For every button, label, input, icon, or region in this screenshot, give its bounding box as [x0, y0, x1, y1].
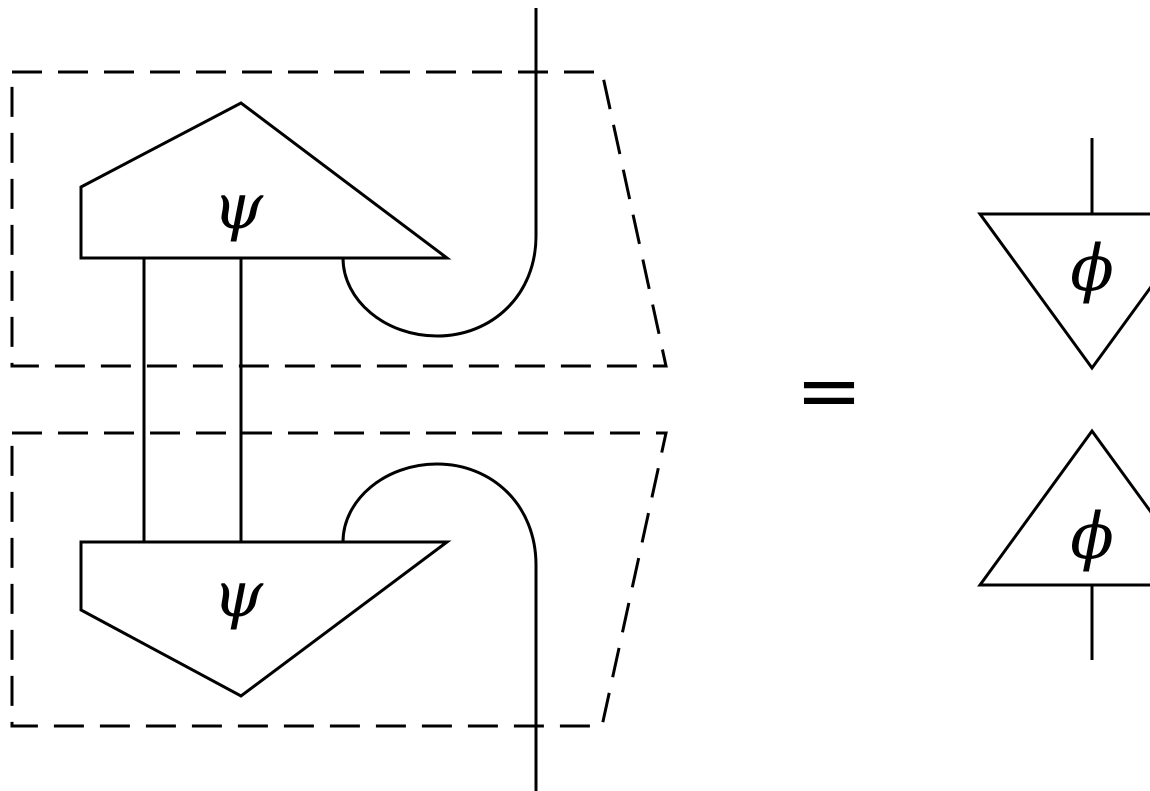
top-psi-curved-leg — [341, 8, 538, 338]
bottom-phi-tensor — [977, 428, 1150, 587]
top-phi-symbol: ϕ — [1070, 232, 1114, 306]
bottom-dashed-box — [10, 431, 668, 728]
top-dashed-box — [10, 70, 668, 368]
bottom-psi-symbol: ψ — [213, 558, 264, 632]
top-phi-tensor — [977, 212, 1150, 371]
bottom-psi-tensor — [79, 540, 452, 698]
top-psi-symbol: ψ — [213, 170, 264, 244]
bottom-phi-symbol: ϕ — [1070, 500, 1114, 574]
top-psi-tensor — [79, 101, 452, 260]
equals-sign: = — [795, 344, 862, 437]
bottom-psi-curved-leg — [341, 462, 538, 791]
